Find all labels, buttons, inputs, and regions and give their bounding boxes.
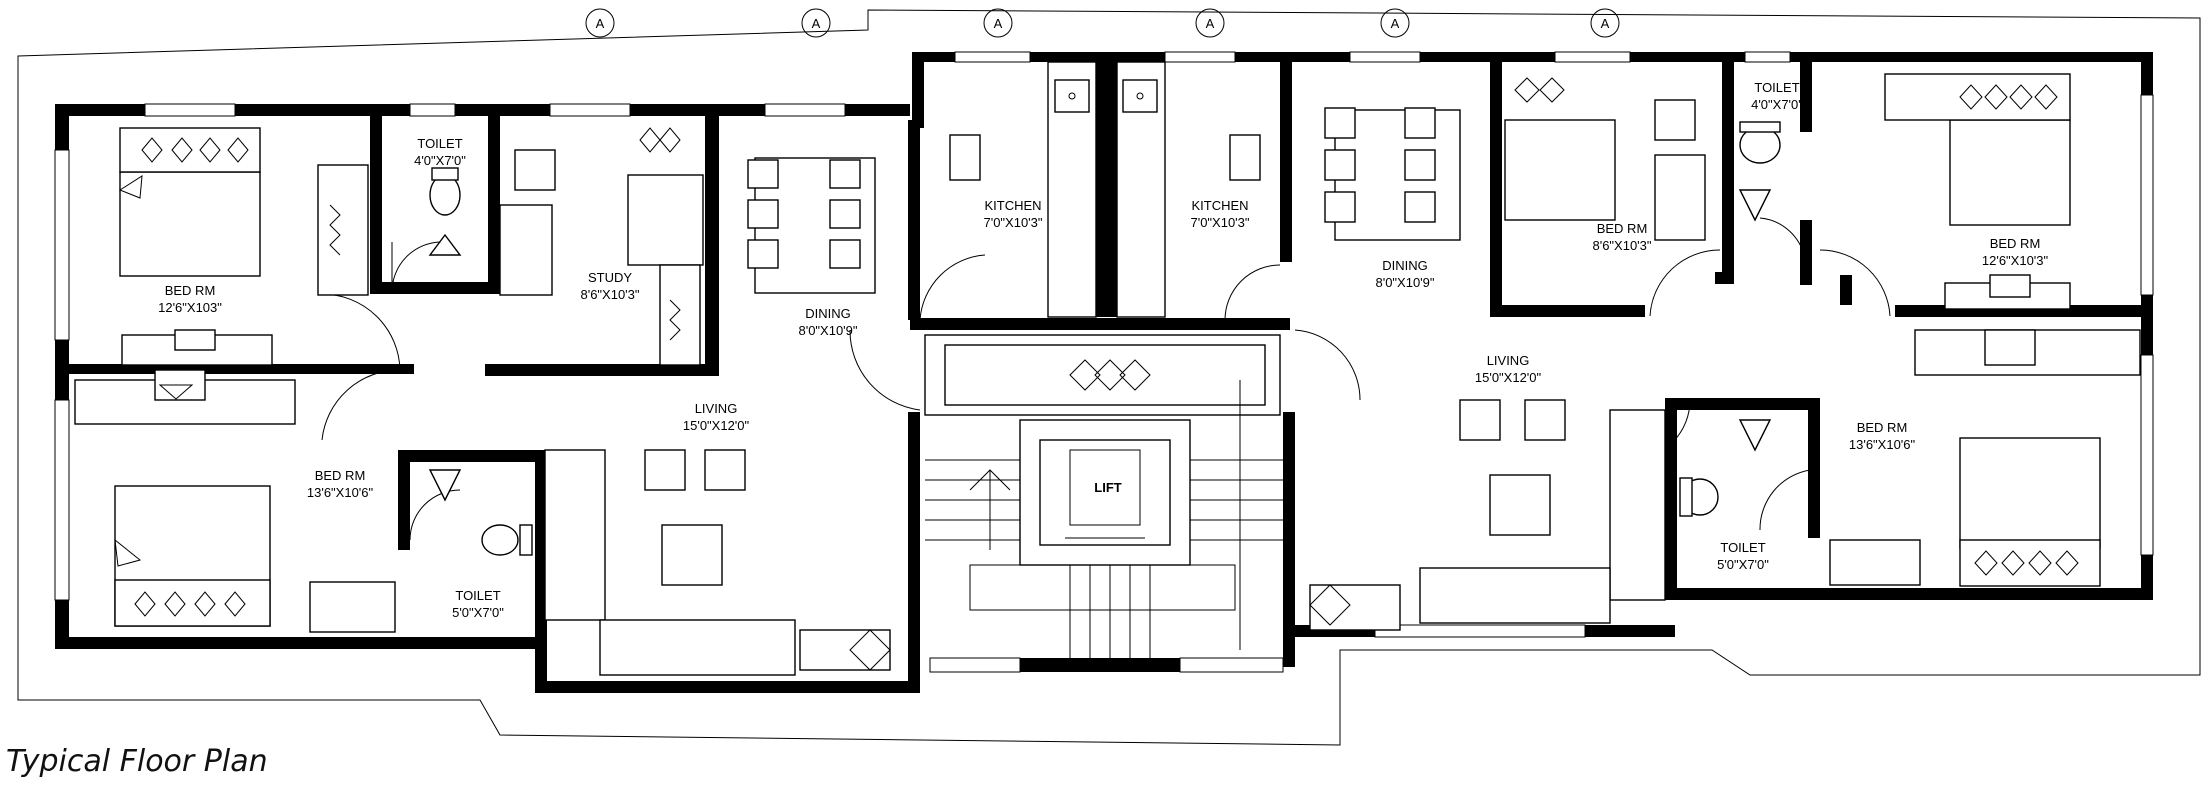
room-name: KITCHEN (1191, 198, 1248, 213)
plan-caption: Typical Floor Plan (6, 744, 268, 779)
room-size: 8'6"X10'3" (580, 287, 639, 302)
room-size: 12'6"X10'3" (1982, 253, 2049, 268)
furniture-left (74, 127, 891, 676)
room-name: DINING (1382, 258, 1428, 273)
svg-text:A: A (994, 16, 1003, 31)
room-name: LIVING (695, 401, 738, 416)
room-name: TOILET (1754, 80, 1799, 95)
room-size: 13'6"X10'6" (1849, 437, 1916, 452)
room-name: KITCHEN (984, 198, 1041, 213)
room-name: BED RM (1990, 236, 2041, 251)
room-name: BED RM (1857, 420, 1908, 435)
windows (54, 51, 2154, 673)
room-size: 13'6"X10'6" (307, 485, 374, 500)
svg-text:A: A (1206, 16, 1215, 31)
room-size: 8'0"X10'9" (798, 323, 857, 338)
room-name: BED RM (315, 468, 366, 483)
room-size: 5'0"X7'0" (1717, 557, 1769, 572)
site-boundary (17, 9, 2201, 746)
room-size: 4'0"X7'0" (1751, 97, 1803, 112)
furniture-right (1309, 73, 2141, 631)
room-name: DINING (805, 306, 851, 321)
lift-label: LIFT (1094, 480, 1121, 495)
room-name: BED RM (165, 283, 216, 298)
room-size: 12'6"X103" (158, 300, 222, 315)
svg-text:A: A (596, 16, 605, 31)
room-name: LIVING (1487, 353, 1530, 368)
room-size: 4'0"X7'0" (414, 153, 466, 168)
room-size: 7'0"X10'3" (983, 215, 1042, 230)
room-size: 15'0"X12'0" (1475, 370, 1542, 385)
column-marker: A (983, 8, 1013, 38)
room-name: BED RM (1597, 221, 1648, 236)
column-markers: A A A A A A (585, 8, 1620, 38)
room-size: 8'0"X10'9" (1375, 275, 1434, 290)
room-name: STUDY (588, 270, 632, 285)
room-size: 8'6"X10'3" (1592, 238, 1651, 253)
kitchen-fixtures (949, 61, 1261, 318)
room-size: 5'0"X7'0" (452, 605, 504, 620)
column-marker: A (1195, 8, 1225, 38)
column-marker: A (801, 8, 831, 38)
room-name: TOILET (455, 588, 500, 603)
lift-core (924, 334, 1283, 658)
svg-text:A: A (1391, 16, 1400, 31)
svg-text:A: A (812, 16, 821, 31)
svg-text:A: A (1601, 16, 1610, 31)
column-marker: A (585, 8, 615, 38)
column-marker: A (1590, 8, 1620, 38)
room-name: TOILET (1720, 540, 1765, 555)
room-name: TOILET (417, 136, 462, 151)
room-size: 7'0"X10'3" (1190, 215, 1249, 230)
room-size: 15'0"X12'0" (683, 418, 750, 433)
room-labels: BED RM 12'6"X103" TOILET 4'0"X7'0" STUDY… (158, 80, 2048, 620)
column-marker: A (1380, 8, 1410, 38)
